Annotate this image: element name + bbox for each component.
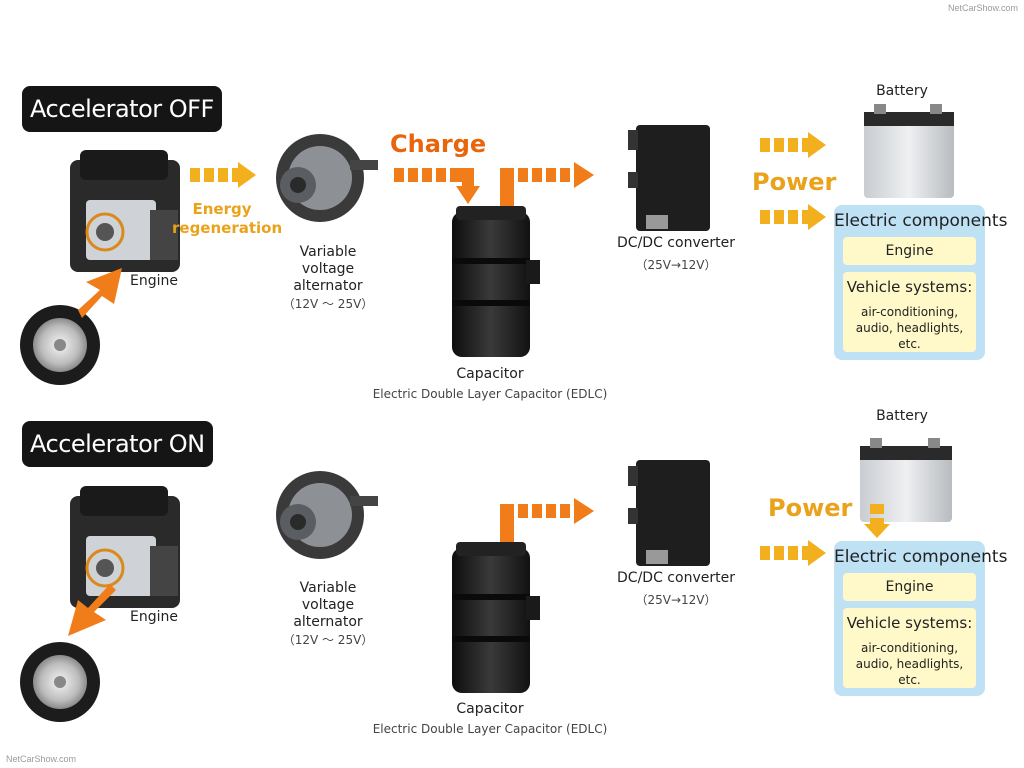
capacitor-sub-on: Electric Double Layer Capacitor (EDLC) [372, 722, 608, 736]
battery-label-on: Battery [876, 408, 928, 424]
section-title-accelerator-on: Accelerator ON [22, 421, 213, 467]
converter-image-on [628, 460, 710, 566]
arrow-battery-to-components [864, 504, 890, 538]
vehicle-systems-detail-off: air-conditioning, audio, headlights, etc… [843, 304, 976, 352]
alt-line1: Variable [299, 244, 357, 260]
section-title-accelerator-off: Accelerator OFF [22, 86, 222, 132]
vs-detail-line2-on: audio, headlights, etc. [855, 657, 964, 687]
vehicle-systems-title-on: Vehicle systems: [846, 614, 973, 632]
wheel-image-off [20, 305, 100, 385]
converter-label-off: DC/DC converter [617, 235, 735, 251]
vehicle-systems-detail-on: air-conditioning, audio, headlights, etc… [843, 640, 976, 688]
engine-image-on [70, 486, 180, 608]
arrow-wheel-to-engine [78, 268, 122, 318]
alt-line3-on: alternator [293, 614, 363, 630]
alternator-image-on [276, 471, 378, 559]
panel-title-on: Electric components [834, 547, 1008, 567]
engine-components-box-off: Engine components [843, 237, 976, 287]
arrow-capacitor-to-converter-on [500, 498, 594, 544]
arrow-engine-to-alternator [190, 162, 256, 188]
battery-label-off: Battery [876, 83, 928, 99]
arrow-alternator-to-capacitor [394, 168, 480, 204]
alternator-range-on: （12V 〜 25V） [282, 633, 374, 647]
panel-title-off: Electric components [834, 211, 1008, 231]
vs-detail-line2-off: audio, headlights, etc. [855, 321, 964, 351]
vs-detail-line1-off: air-conditioning, [860, 305, 959, 319]
converter-range-off: （25V→12V） [635, 258, 717, 272]
electric-components-panel-on: Electric components Engine components Ve… [834, 541, 1008, 696]
converter-label-on: DC/DC converter [617, 570, 735, 586]
battery-image-off [864, 104, 954, 198]
engine-label-off: Engine [130, 273, 178, 289]
arrow-engine-to-wheel [68, 584, 116, 636]
arrow-converter-to-components-off [760, 204, 826, 230]
alt-line2: voltage [301, 261, 355, 277]
alternator-label-off: Variable voltage alternator [276, 244, 380, 295]
converter-image-off [628, 125, 710, 231]
alt-line2-on: voltage [301, 597, 355, 613]
engine-components-box-on: Engine components [843, 573, 976, 623]
watermark-bottom: NetCarShow.com [6, 754, 77, 764]
power-label-off: Power [752, 168, 837, 196]
alternator-label-on: Variable voltage alternator [276, 580, 380, 631]
vs-detail-line1-on: air-conditioning, [860, 641, 959, 655]
engine-label-on: Engine [130, 609, 178, 625]
regen-line2: regeneration [172, 219, 283, 237]
capacitor-image-on [452, 542, 540, 693]
vehicle-systems-box-on: Vehicle systems: air-conditioning, audio… [843, 608, 976, 688]
converter-range-on: （25V→12V） [635, 593, 717, 607]
regen-line1: Energy [192, 200, 252, 218]
vehicle-systems-title-off: Vehicle systems: [846, 278, 973, 296]
alternator-range-off: （12V 〜 25V） [282, 297, 374, 311]
wheel-image-on [20, 642, 100, 722]
capacitor-sub-off: Electric Double Layer Capacitor (EDLC) [372, 387, 608, 401]
alt-line1-on: Variable [299, 580, 357, 596]
capacitor-label-on: Capacitor [456, 701, 524, 717]
watermark-top: NetCarShow.com [947, 3, 1018, 13]
vehicle-systems-box-off: Vehicle systems: air-conditioning, audio… [843, 272, 976, 352]
alternator-image-off [276, 134, 378, 222]
capacitor-image-off [452, 206, 540, 357]
electric-components-panel-off: Electric components Engine components Ve… [834, 205, 1008, 360]
engine-image-off [70, 150, 180, 272]
arrow-converter-to-components-on [760, 540, 826, 566]
alt-line3: alternator [293, 278, 363, 294]
charge-label: Charge [390, 130, 487, 158]
arrow-capacitor-to-converter-off [500, 162, 594, 208]
arrow-converter-to-battery-off [760, 132, 826, 158]
power-label-on: Power [768, 494, 853, 522]
capacitor-label-off: Capacitor [456, 366, 524, 382]
energy-regeneration-label: Energy regeneration [172, 200, 283, 238]
